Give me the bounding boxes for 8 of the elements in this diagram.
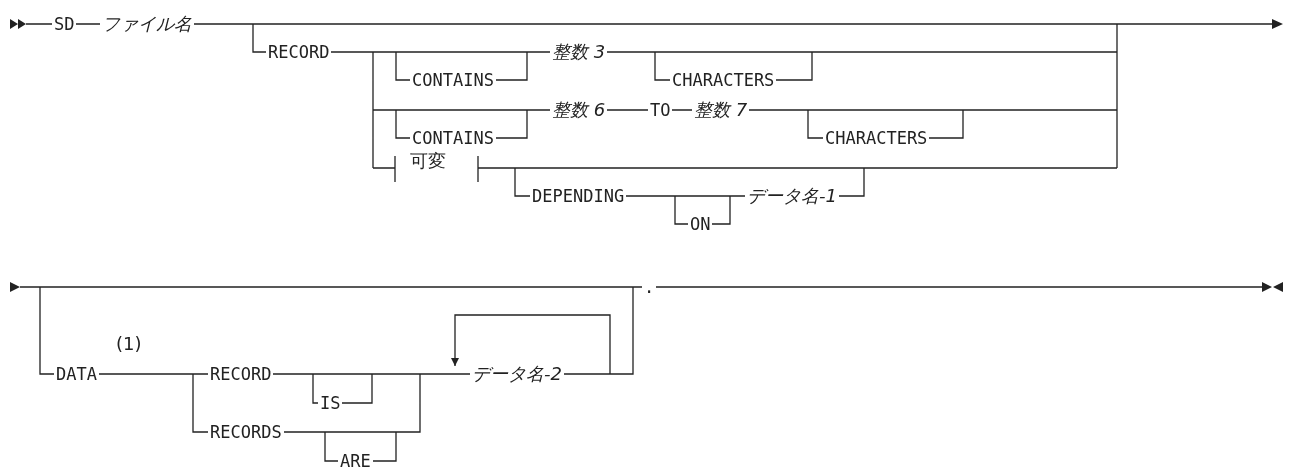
fragment-label: 可変	[409, 151, 447, 171]
footnote-marker: (1)	[115, 334, 143, 354]
variable-label: 整数 3	[550, 42, 608, 62]
variable-label: データ名-1	[745, 186, 839, 206]
variable-label: ファイル名	[100, 14, 194, 34]
variable-label: 整数 6	[550, 100, 608, 120]
variable-label: データ名-2	[470, 364, 564, 384]
variable-label: 整数 7	[692, 100, 750, 120]
